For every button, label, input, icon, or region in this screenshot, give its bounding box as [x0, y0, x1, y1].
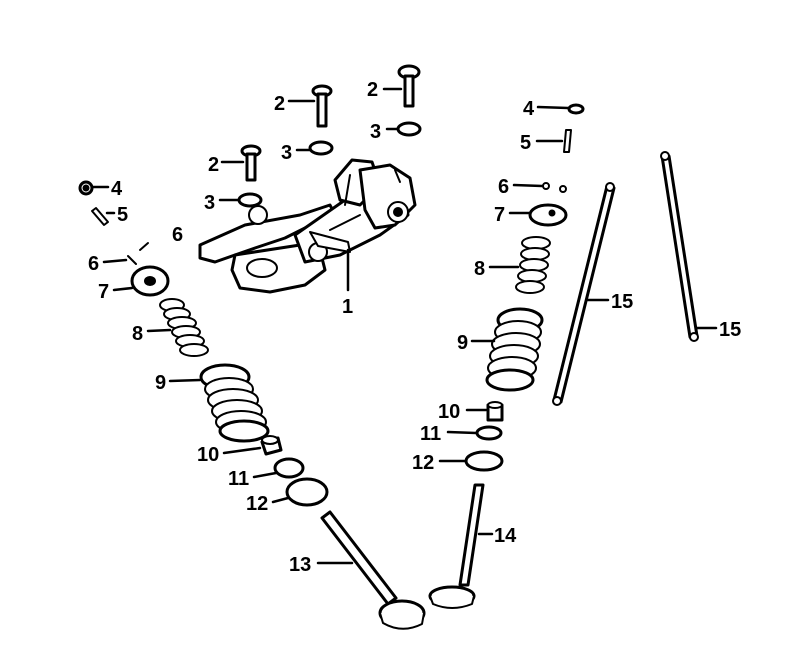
label-inner-seat: 11 — [228, 468, 249, 490]
outer-seat-right — [464, 450, 504, 472]
label-pin: 5 — [520, 132, 531, 154]
stem-seal-left — [260, 435, 283, 456]
push-rod-center — [552, 182, 616, 406]
washer-middle — [308, 140, 334, 156]
cap-right — [567, 103, 585, 115]
pin-left — [91, 207, 109, 226]
leader-lines — [91, 87, 718, 565]
outer-spring-right — [485, 307, 544, 392]
outer-spring-left — [199, 363, 270, 443]
inner-spring-right — [515, 236, 551, 294]
label-outer-spring: 9 — [457, 332, 468, 354]
keeper-right — [542, 182, 567, 193]
label-right-valve: 14 — [494, 525, 517, 547]
inner-spring-left — [159, 298, 209, 357]
valve-left — [320, 510, 426, 630]
label-outer-seat: 12 — [412, 452, 434, 474]
label-cap: 4 — [111, 178, 123, 200]
label-left-valve: 13 — [289, 554, 311, 576]
label-retainer: 7 — [98, 281, 109, 303]
label-outer-spring: 9 — [155, 372, 166, 394]
label-bolt: 2 — [367, 79, 378, 101]
keeper-left — [127, 242, 149, 265]
label-keeper: 6 — [88, 253, 99, 275]
label-washer: 3 — [370, 121, 381, 143]
stem-seal-right — [486, 401, 504, 422]
label-arm-assembly: 1 — [342, 296, 353, 318]
pin-right — [563, 129, 572, 153]
label-bolt: 2 — [274, 93, 285, 115]
part-labels: 1 2 2 2 3 3 3 4 4 5 5 6 6 6 7 7 8 8 9 9 … — [88, 79, 741, 576]
label-inner-spring: 8 — [474, 258, 485, 280]
rocker-arm-assembly — [198, 158, 417, 294]
valve-right — [428, 483, 485, 609]
label-inner-seat: 11 — [420, 423, 441, 445]
inner-seat-right — [475, 425, 503, 441]
label-keeper: 6 — [498, 176, 509, 198]
retainer-right — [528, 203, 568, 227]
outer-seat-left — [285, 477, 329, 507]
label-push-rod: 15 — [611, 291, 633, 313]
label-cap: 4 — [523, 98, 535, 120]
label-stem-seal: 10 — [197, 444, 219, 466]
cap-left — [78, 180, 94, 196]
bolt-middle — [311, 84, 333, 128]
label-push-rod: 15 — [719, 319, 741, 341]
label-inner-spring: 8 — [132, 323, 143, 345]
label-retainer: 7 — [494, 204, 505, 226]
label-stem-seal: 10 — [438, 401, 460, 423]
label-pin: 5 — [117, 204, 128, 226]
label-bolt: 2 — [208, 154, 219, 176]
washer-left — [237, 192, 263, 208]
retainer-left — [130, 265, 170, 297]
label-outer-seat: 12 — [246, 493, 268, 515]
push-rod-right — [660, 151, 699, 342]
label-washer: 3 — [281, 142, 292, 164]
bolt-left — [240, 144, 262, 182]
label-washer: 3 — [204, 192, 215, 214]
washer-right — [396, 121, 422, 137]
bolt-right — [397, 64, 421, 108]
label-keeper: 6 — [172, 224, 183, 246]
inner-seat-left — [273, 457, 305, 479]
